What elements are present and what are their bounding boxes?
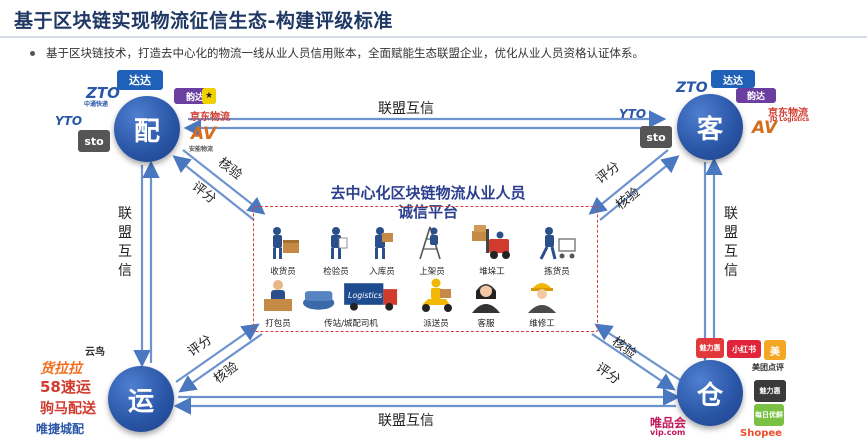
kuaiyun-logo: 58速运: [40, 378, 91, 396]
jd-logo: 京东物流: [190, 112, 230, 123]
shopee-logo: Shopee: [740, 428, 782, 439]
stocker-icon: [375, 227, 393, 259]
worker-driver: Logistics 传站/城配司机: [300, 277, 402, 329]
node-yun: 运: [108, 366, 174, 432]
yunda-logo-right: 韵达: [736, 88, 776, 103]
jd-logo-right: 京东物流: [768, 108, 808, 119]
worker-picker: 拣货员: [529, 225, 585, 277]
app-logo-red: 魅力惠: [696, 338, 724, 358]
meituan-logo: 美团点评: [752, 363, 784, 372]
zto-logo: ZTO: [86, 84, 120, 102]
node-pei: 配: [114, 96, 180, 162]
node-ke: 客: [677, 94, 743, 160]
bl-diag-out: [178, 333, 263, 393]
dada-logo-right: 达达: [711, 70, 755, 88]
service-agent-icon: [472, 284, 500, 313]
receiver-icon: [273, 227, 299, 259]
worker-caption: 入库员: [369, 267, 395, 277]
right-edge-label: 联盟互信: [724, 206, 738, 279]
top-edge-label: 联盟互信: [378, 101, 434, 117]
worker-caption: 收货员: [270, 267, 296, 277]
weicheng-logo: 唯捷城配: [36, 422, 85, 436]
platform-box: [253, 206, 598, 332]
gourd-logo: 魅力惠: [754, 380, 786, 402]
yto-logo-right: YTO: [619, 107, 647, 121]
yunniao-logo: 云鸟: [85, 347, 105, 358]
kuaigou-logo: 驹马配送: [40, 401, 96, 417]
worker-mechanic: 维修工: [514, 277, 570, 329]
tl-diag-out: [172, 155, 255, 221]
br-diag-out: [591, 333, 676, 391]
platform-title-line1: 去中心化区块链物流从业人员: [330, 184, 526, 202]
bullet-dot-icon: [30, 50, 35, 56]
courier-icon: [422, 278, 452, 312]
vip-logo: 唯品会: [650, 416, 687, 430]
yunda-star-icon: ★: [202, 88, 216, 104]
left-edge-label: 联盟互信: [118, 206, 132, 279]
truck-logo-text: Logistics: [348, 291, 382, 300]
worker-packer: 打包员: [250, 277, 306, 329]
worker-caption: 派送员: [423, 319, 449, 329]
worker-caption: 打包员: [265, 319, 291, 329]
node-cang: 仓: [677, 360, 743, 426]
bullet-text: 基于区块链技术，打造去中心化的物流一线从业人员信用账本，全面赋能生态联盟企业，优…: [46, 46, 644, 60]
worker-caption: 客服: [477, 319, 495, 329]
worker-caption: 堆垛工: [479, 267, 505, 277]
jd-sub-logo-right: JD Logistics: [770, 116, 810, 123]
platform-title-line2: 诚信平台: [397, 203, 458, 221]
forklift-icon: [472, 225, 510, 259]
yto-logo: YTO: [55, 114, 83, 128]
anneng-sub-logo: 安能物流: [189, 146, 214, 153]
mechanic-icon: [528, 283, 556, 313]
worker-inspector: 检验员: [308, 225, 364, 277]
sto-logo: sto: [78, 130, 110, 152]
bl-diag-in: [175, 323, 260, 383]
shelver-icon: [419, 226, 441, 260]
worker-stocker: 入库员: [354, 225, 410, 277]
zto-logo-right: ZTO: [676, 80, 708, 96]
anneng-logo: AV: [191, 124, 217, 144]
br-diag-in: [594, 323, 681, 381]
vip-sub-logo: vip.com: [650, 428, 686, 437]
worker-service: 客服: [458, 277, 514, 329]
sto-logo-right: sto: [640, 126, 672, 148]
tr-diag-out: [599, 155, 680, 221]
platform-title: 去中心化区块链物流从业人员 诚信平台: [248, 184, 608, 222]
huolala-logo: 货拉拉: [40, 361, 82, 377]
anneng-logo-right: AV: [752, 118, 778, 138]
tl-diag-in: [182, 149, 266, 215]
every-logo: 每日优鲜: [754, 404, 784, 426]
worker-caption: 传站/城配司机: [324, 319, 378, 329]
worker-receiver: 收货员: [255, 225, 311, 277]
bullet-point: 基于区块链技术，打造去中心化的物流一线从业人员信用账本，全面赋能生态联盟企业，优…: [30, 45, 644, 61]
worker-stacker: 堆垛工: [464, 225, 520, 277]
title-divider: [0, 36, 867, 38]
inspector-icon: [331, 227, 348, 259]
tr-diag-in: [588, 149, 669, 215]
worker-caption: 拣货员: [544, 267, 570, 277]
truck-icon: Logistics: [302, 283, 398, 311]
bottom-edge-label: 联盟互信: [378, 413, 434, 429]
worker-caption: 维修工: [529, 319, 555, 329]
worker-caption: 上架员: [419, 267, 445, 277]
dada-logo: 达达: [117, 70, 163, 90]
redbook-logo: 小红书: [727, 340, 761, 358]
mei-logo: 美: [764, 340, 786, 360]
zto-sub-logo: 中通快递: [84, 101, 109, 108]
picker-icon: [539, 227, 576, 260]
worker-courier: 派送员: [408, 277, 464, 329]
page-title: 基于区块链实现物流征信生态-构建评级标准: [14, 10, 393, 32]
packer-icon: [264, 280, 292, 311]
worker-caption: 检验员: [323, 267, 349, 277]
worker-shelver: 上架员: [404, 225, 460, 277]
